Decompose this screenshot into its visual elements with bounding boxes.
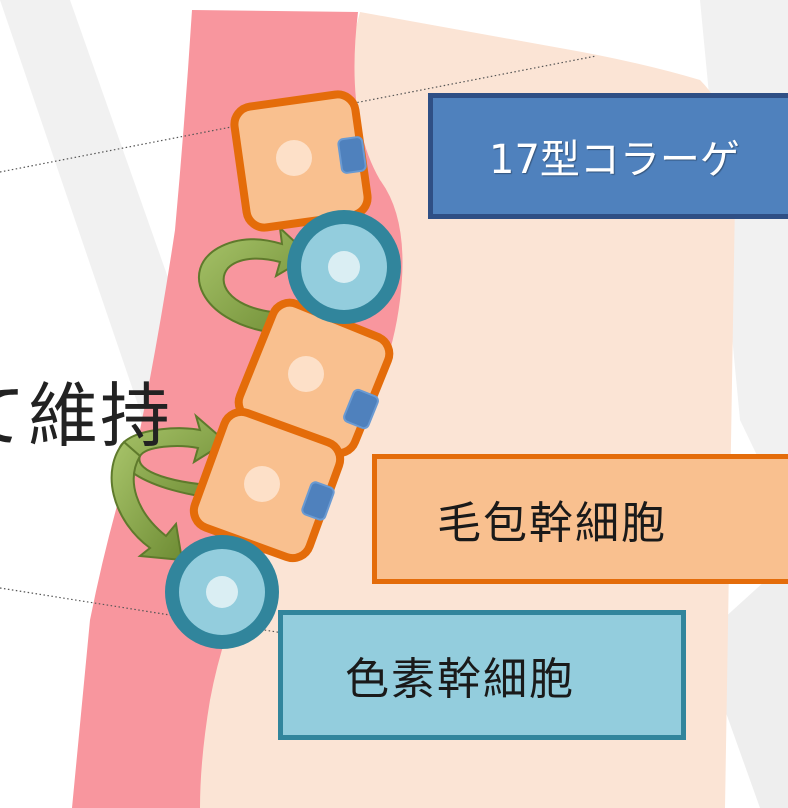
watermark-stroke-left <box>0 0 190 440</box>
hair-follicle-stem-cell-top <box>230 90 372 232</box>
migration-arrow-lower-tail <box>110 440 184 562</box>
collagen-marker <box>337 136 367 174</box>
leader-line-collagen <box>0 55 597 173</box>
migration-arrow-upper <box>198 225 312 334</box>
hair-follicle-stem-cell-label-box: 毛包幹細胞 <box>372 454 788 584</box>
collagen-label: 17型コラーゲ <box>489 137 740 183</box>
melanocyte-stem-cell-lower <box>165 535 279 649</box>
collagen-label-box: 17型コラーゲ <box>428 93 788 219</box>
collagen-marker <box>343 388 379 430</box>
collagen-marker <box>301 481 335 521</box>
hair-follicle-stem-cell-label: 毛包幹細胞 <box>437 498 667 549</box>
side-caption: て維持 <box>0 375 172 457</box>
melanocyte-stem-cell-upper <box>287 210 401 324</box>
melanocyte-stem-cell-label-box: 色素幹細胞 <box>278 610 686 740</box>
melanocyte-stem-cell-label: 色素幹細胞 <box>345 654 575 705</box>
